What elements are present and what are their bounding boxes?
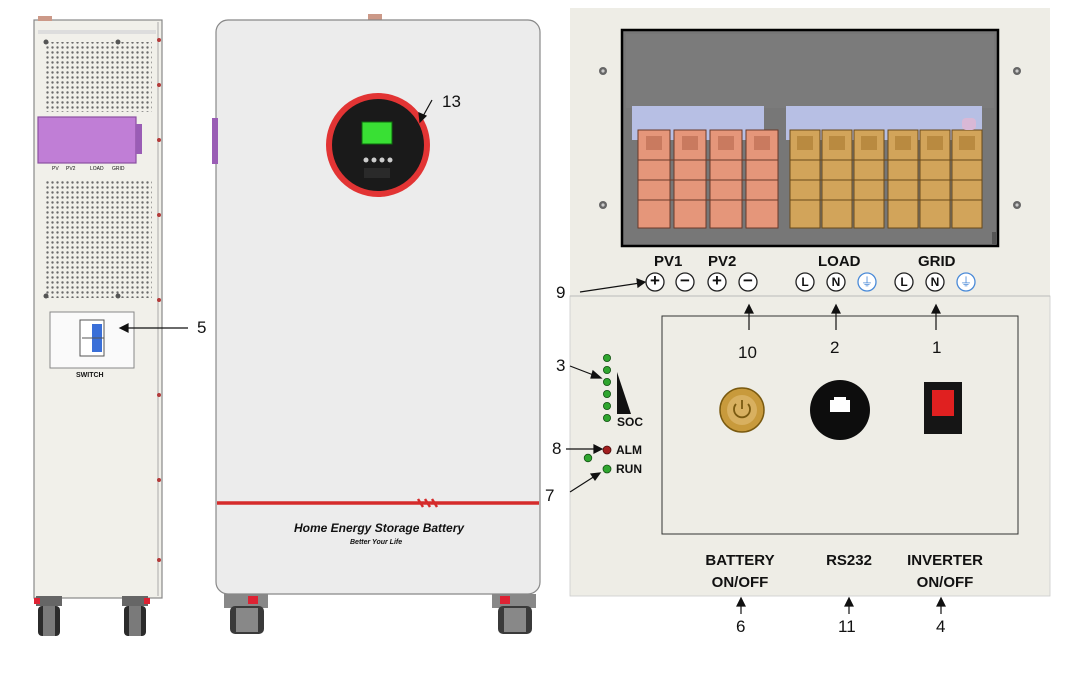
side-label-plate (37, 116, 137, 164)
grid-n-symbol: N (930, 275, 940, 289)
side-vent-top (44, 42, 152, 112)
callout-2: 2 (830, 338, 840, 357)
grid-ground-icon: ⏚ (959, 275, 972, 289)
front-wheel-left (224, 594, 268, 634)
callout-3: 3 (556, 356, 566, 375)
brand-slogan: Better Your Life (350, 539, 403, 546)
battery-label-line1: BATTERY (705, 552, 775, 569)
load-n-symbol: N (831, 275, 841, 289)
pv2-label: PV2 (708, 253, 737, 270)
side-port-label-load: LOAD (90, 166, 104, 172)
pv-terminal-block (637, 129, 779, 229)
load-l-symbol: L (801, 275, 809, 289)
battery-onoff-label: BATTERY ON/OFF (688, 550, 792, 594)
callout-11: 11 (838, 617, 856, 636)
pv1-plus-symbol: + (650, 271, 660, 290)
load-label: LOAD (818, 253, 861, 270)
panel-lower (569, 295, 1051, 597)
side-wheel-right (122, 596, 150, 636)
inverter-onoff-label: INVERTER ON/OFF (890, 550, 1000, 594)
switch-frame (661, 315, 1019, 535)
alm-led (602, 445, 612, 455)
pv2-plus-symbol: + (712, 271, 722, 290)
side-vent-bottom (44, 180, 152, 298)
side-enclosure (33, 19, 163, 599)
callout-1: 1 (932, 338, 942, 357)
run-label: RUN (616, 462, 642, 476)
callout-10: 10 (738, 343, 757, 362)
side-wheel-left (34, 596, 62, 636)
inverter-label-line2: ON/OFF (916, 574, 974, 591)
side-unit (33, 16, 163, 636)
rs232-label: RS232 (826, 552, 872, 569)
brand-title: Home Energy Storage Battery (294, 521, 465, 535)
callout-5: 5 (197, 318, 207, 337)
run-led (602, 464, 612, 474)
callout-arrows (118, 99, 946, 614)
inverter-label-line1: INVERTER (907, 552, 983, 569)
soc-leds (603, 353, 612, 422)
front-wheel-right (492, 594, 536, 634)
callout-8: 8 (552, 439, 562, 458)
lcd-screen (361, 121, 393, 145)
pv1-minus-symbol: − (680, 271, 690, 290)
connection-panel (569, 8, 1051, 597)
callout-4: 4 (936, 617, 946, 636)
ac-terminal-block (789, 118, 983, 229)
pv2-minus-symbol: − (743, 271, 753, 290)
soc-label: SOC (617, 415, 644, 429)
grid-label: GRID (918, 253, 956, 270)
rs232-port[interactable] (810, 380, 870, 440)
side-port-label-pv: PV (52, 166, 59, 172)
callout-6: 6 (736, 617, 746, 636)
grid-l-symbol: L (900, 275, 908, 289)
battery-label-line2: ON/OFF (711, 574, 769, 591)
callout-13: 13 (442, 92, 461, 111)
display-buttons[interactable] (363, 157, 393, 163)
inverter-rocker-switch[interactable] (924, 382, 962, 434)
front-enclosure (215, 19, 541, 595)
panel-screws (599, 67, 1021, 209)
front-unit (212, 14, 541, 634)
side-port-label-pv2: PV2 (66, 166, 76, 172)
terminal-symbols (645, 272, 976, 292)
load-ground-icon: ⏚ (860, 275, 873, 289)
alm-label: ALM (616, 443, 642, 457)
pv1-label: PV1 (654, 253, 683, 270)
callout-7: 7 (545, 486, 555, 505)
side-port-label-grid: GRID (112, 166, 125, 172)
switch-label: SWITCH (76, 372, 104, 379)
callout-9: 9 (556, 283, 566, 302)
display-bezel (332, 99, 424, 191)
battery-power-button[interactable] (719, 387, 765, 433)
soc-wedge (617, 372, 631, 414)
